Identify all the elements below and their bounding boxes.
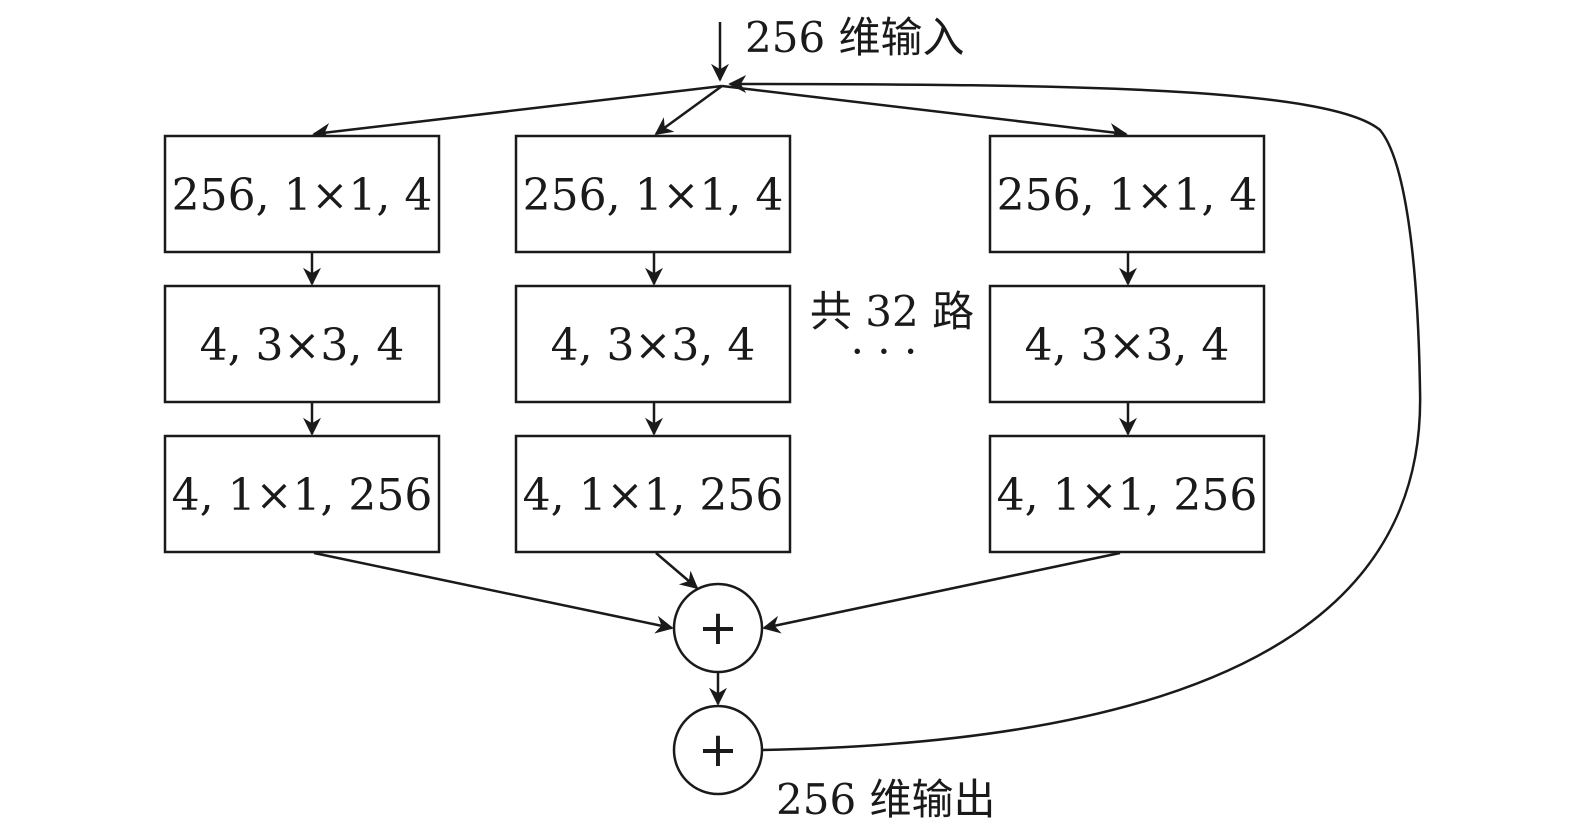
branch-1-layer-1 (163, 134, 441, 254)
branch-1-layer-2 (163, 284, 441, 404)
branch-1: 256, 1×1, 4 4, 3×3, 4 4, 1×1, 256 (163, 134, 441, 554)
branch-3-layer-1-label: 256, 1×1, 4 (997, 170, 1258, 221)
input-label: 256 维输入 (745, 13, 965, 62)
merge-edge-2 (655, 552, 699, 590)
aggregate-sum-symbol: + (698, 600, 738, 656)
branch-2: 256, 1×1, 4 4, 3×3, 4 4, 1×1, 256 (514, 134, 792, 554)
branch-2-layer-1-label: 256, 1×1, 4 (523, 170, 784, 221)
branch-3-layer-3 (988, 434, 1266, 554)
branch-3: 256, 1×1, 4 4, 3×3, 4 4, 1×1, 256 (988, 134, 1266, 554)
aggregate-sum-node (672, 582, 764, 674)
branch-3-layer-2 (988, 284, 1266, 404)
branch-1-layer-3-label: 4, 1×1, 256 (172, 470, 433, 521)
branch-2-layer-2-label: 4, 3×3, 4 (551, 320, 756, 371)
split-edge-3 (721, 84, 1128, 142)
merge-edge-3 (762, 551, 1121, 634)
paths-label: 共 32 路 (810, 287, 974, 336)
residual-sum-node (672, 704, 764, 796)
branch-1-layer-1-label: 256, 1×1, 4 (172, 170, 433, 221)
split-edge-1 (312, 84, 723, 142)
branch-1-layer-3 (163, 434, 441, 554)
branch-2-layer-2 (514, 284, 792, 404)
branch-3-layer-1 (988, 134, 1266, 254)
output-label: 256 维输出 (776, 775, 996, 824)
branch-2-layer-3 (514, 434, 792, 554)
branch-2-layer-1 (514, 134, 792, 254)
merge-edge-1 (313, 551, 674, 634)
ellipsis: · · · (851, 327, 918, 376)
residual-sum-symbol: + (698, 722, 738, 778)
split-edge-2 (654, 84, 723, 136)
shortcut-edge (728, 75, 1422, 752)
branch-3-layer-2-label: 4, 3×3, 4 (1025, 320, 1230, 371)
branch-2-layer-3-label: 4, 1×1, 256 (523, 470, 784, 521)
branch-1-layer-2-label: 4, 3×3, 4 (200, 320, 405, 371)
branch-3-layer-3-label: 4, 1×1, 256 (997, 470, 1258, 521)
